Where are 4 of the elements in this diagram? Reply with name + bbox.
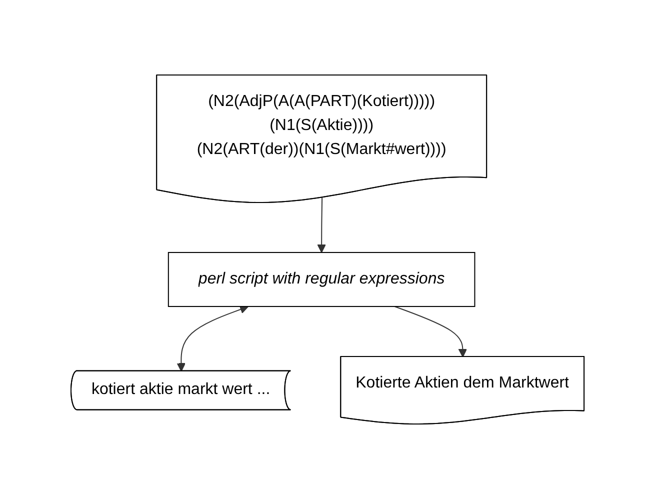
- arrow: [177, 304, 249, 372]
- node-box: perl script with regular expressions: [168, 252, 476, 306]
- arrow: [318, 196, 326, 252]
- arrow: [394, 306, 468, 357]
